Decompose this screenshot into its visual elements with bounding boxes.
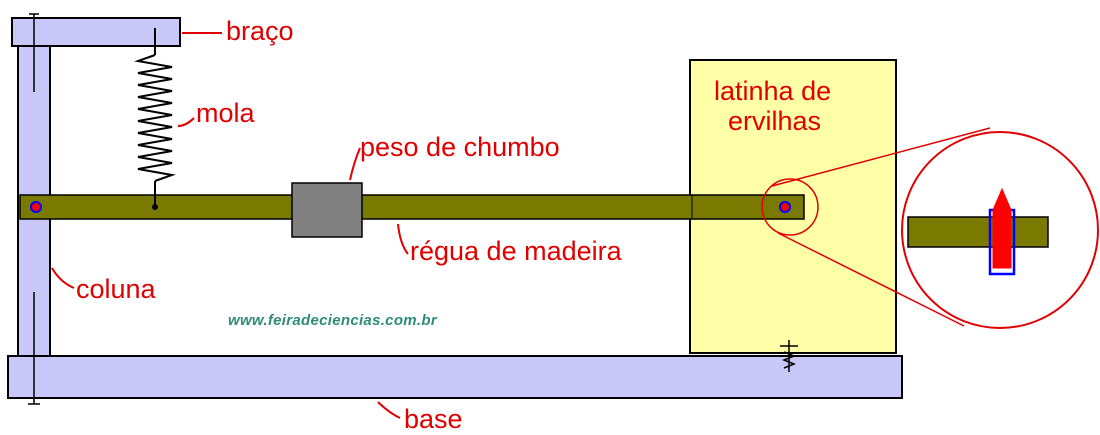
leader-lines [51,32,409,419]
base-label: base [404,404,463,434]
spring-label: mola [196,98,255,128]
column-leader [51,267,75,289]
base-beam [7,355,903,399]
nail-top-icon [29,13,39,92]
can-label-line2: ervilhas [728,106,822,136]
arm-label: braço [226,16,294,46]
zoom-ruler [907,216,1049,248]
lead-weight [291,182,363,238]
weight-label: peso de chumbo [360,132,560,162]
site-watermark: www.feiradeciencias.com.br [228,312,437,329]
right-pivot-icon [779,201,791,213]
spring-icon [134,28,176,210]
spring-leader [177,117,195,127]
weight-leader [349,147,361,181]
nail-bottom-icon [28,292,40,405]
zoom-needle-icon [992,187,1012,269]
arm-beam [11,17,181,47]
column-label: coluna [76,274,156,304]
magnifier-callout [761,127,991,327]
can-label-line1: latinha de [714,76,832,106]
left-pivot-icon [30,201,42,213]
ruler-bar [19,194,805,220]
base-leader [377,401,401,419]
ruler-leader [397,223,409,255]
ruler-label: régua de madeira [410,236,622,266]
screw-icon [780,340,798,372]
